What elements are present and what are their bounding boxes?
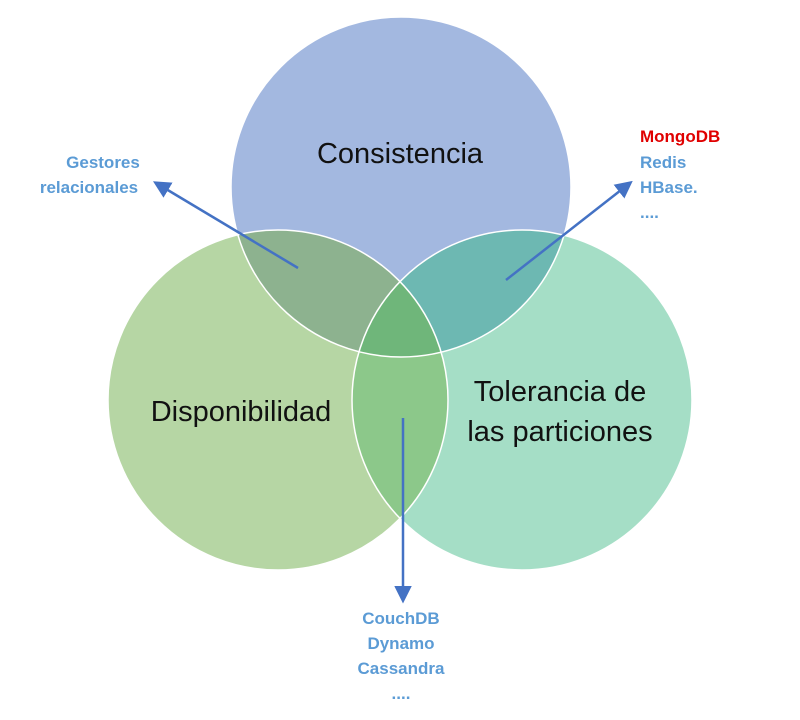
partition-tolerance-outline [351, 229, 693, 571]
cp-annotation-item-redis: Redis [640, 153, 686, 172]
cp-arrow [505, 180, 633, 281]
cp-annotation-item-mongodb: MongoDB [640, 127, 720, 146]
ap-annotation-item-couchdb: CouchDB [362, 609, 439, 628]
availability-outline [107, 229, 449, 571]
cp-annotation-item-hbase: HBase. [640, 178, 698, 197]
partition-tolerance-label-line2: las particiones [467, 416, 652, 448]
availability-label: Disponibilidad [151, 396, 332, 428]
partition-tolerance-label-line1: Tolerancia de [474, 376, 647, 408]
ap-annotation-item-ellipsis: .... [392, 684, 411, 703]
ca-annotation-line1: Gestores [66, 153, 140, 172]
consistency-outline [230, 16, 572, 358]
cp-intersection [352, 230, 571, 357]
ca-annotation-line2: relacionales [40, 178, 138, 197]
consistency-label: Consistencia [317, 138, 484, 170]
cp-annotation-item-ellipsis: .... [640, 203, 659, 222]
ca-intersection [231, 230, 448, 357]
ap-annotation-item-cassandra: Cassandra [358, 659, 445, 678]
ap-annotation-item-dynamo: Dynamo [367, 634, 434, 653]
ca-arrow [152, 181, 299, 270]
